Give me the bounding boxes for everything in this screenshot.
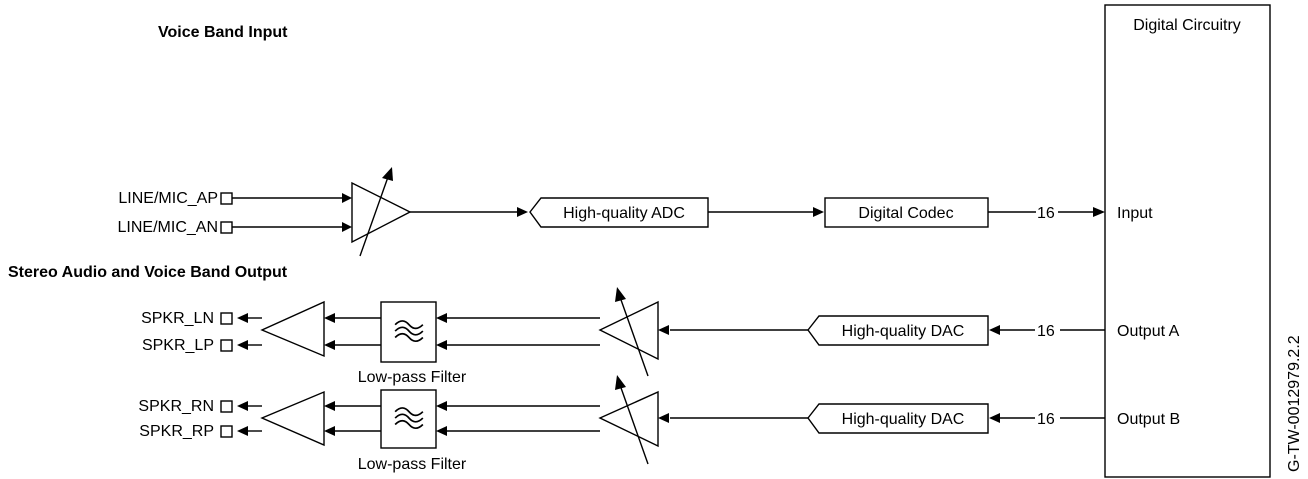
arrowhead <box>813 207 824 217</box>
adc-block: High-quality ADC <box>529 197 709 228</box>
pin-label-spkr-rp: SPKR_RP <box>139 423 214 440</box>
low-pass-filter-b: Low-pass Filter <box>358 389 467 473</box>
digital-input-label: Input <box>1117 205 1153 222</box>
output-b-variable-gain-amplifier <box>598 375 659 465</box>
arrowhead <box>658 325 669 335</box>
pin-label-line-mic-ap: LINE/MIC_AP <box>118 190 218 207</box>
pin-line-mic-ap <box>220 192 233 205</box>
input-variable-gain-amplifier <box>351 167 412 257</box>
pin-spkr-rn <box>220 400 233 413</box>
pin-label-spkr-lp: SPKR_LP <box>142 337 214 354</box>
filter-a-label: Low-pass Filter <box>358 369 467 386</box>
arrowhead <box>324 426 335 436</box>
dac-b-block: High-quality DAC <box>807 403 989 434</box>
digital-circuitry-title: Digital Circuitry <box>1133 17 1241 34</box>
heading-stereo-output: Stereo Audio and Voice Band Output <box>8 264 288 281</box>
arrowhead <box>517 207 528 217</box>
filter-b-label: Low-pass Filter <box>358 456 467 473</box>
bus-width-input: 16 <box>1037 205 1055 222</box>
digital-output-a-label: Output A <box>1117 323 1180 340</box>
arrowhead <box>436 313 447 323</box>
output-a-variable-gain-amplifier <box>598 287 659 377</box>
digital-codec-block: Digital Codec <box>824 197 989 228</box>
arrowhead <box>237 401 248 411</box>
arrowhead <box>342 193 352 203</box>
figure-id: G-TW-0012979.2.2 <box>1286 335 1303 472</box>
dac-a-label: High-quality DAC <box>842 323 965 340</box>
arrowhead <box>237 340 248 350</box>
pin-label-line-mic-an: LINE/MIC_AN <box>118 219 218 236</box>
arrowhead <box>324 401 335 411</box>
bus-width-output-b: 16 <box>1037 411 1055 428</box>
arrowhead <box>342 222 352 232</box>
codec-label: Digital Codec <box>858 205 953 222</box>
digital-circuitry-block: Digital Circuitry Input Output A Output … <box>1104 4 1271 478</box>
arrowhead <box>324 313 335 323</box>
digital-output-b-label: Output B <box>1117 411 1180 428</box>
pin-spkr-ln <box>220 312 233 325</box>
output-b-buffer-amplifier <box>260 390 325 447</box>
arrowhead <box>237 426 248 436</box>
dac-a-block: High-quality DAC <box>807 315 989 346</box>
arrowhead <box>658 413 669 423</box>
pin-spkr-rp <box>220 425 233 438</box>
arrowhead <box>237 313 248 323</box>
low-pass-filter-a: Low-pass Filter <box>358 301 467 386</box>
arrowhead <box>436 401 447 411</box>
dac-b-label: High-quality DAC <box>842 411 965 428</box>
arrowhead <box>989 413 1000 423</box>
pin-spkr-lp <box>220 339 233 352</box>
arrowhead <box>324 340 335 350</box>
arrowhead <box>436 426 447 436</box>
pin-label-spkr-rn: SPKR_RN <box>138 398 214 415</box>
arrowhead <box>989 325 1000 335</box>
output-a-buffer-amplifier <box>260 300 325 358</box>
arrowhead <box>436 340 447 350</box>
pin-label-spkr-ln: SPKR_LN <box>141 310 214 327</box>
pin-line-mic-an <box>220 221 233 234</box>
bus-width-output-a: 16 <box>1037 323 1055 340</box>
heading-voice-band-input: Voice Band Input <box>158 24 288 41</box>
arrowhead <box>1093 207 1105 217</box>
adc-label: High-quality ADC <box>563 205 685 222</box>
